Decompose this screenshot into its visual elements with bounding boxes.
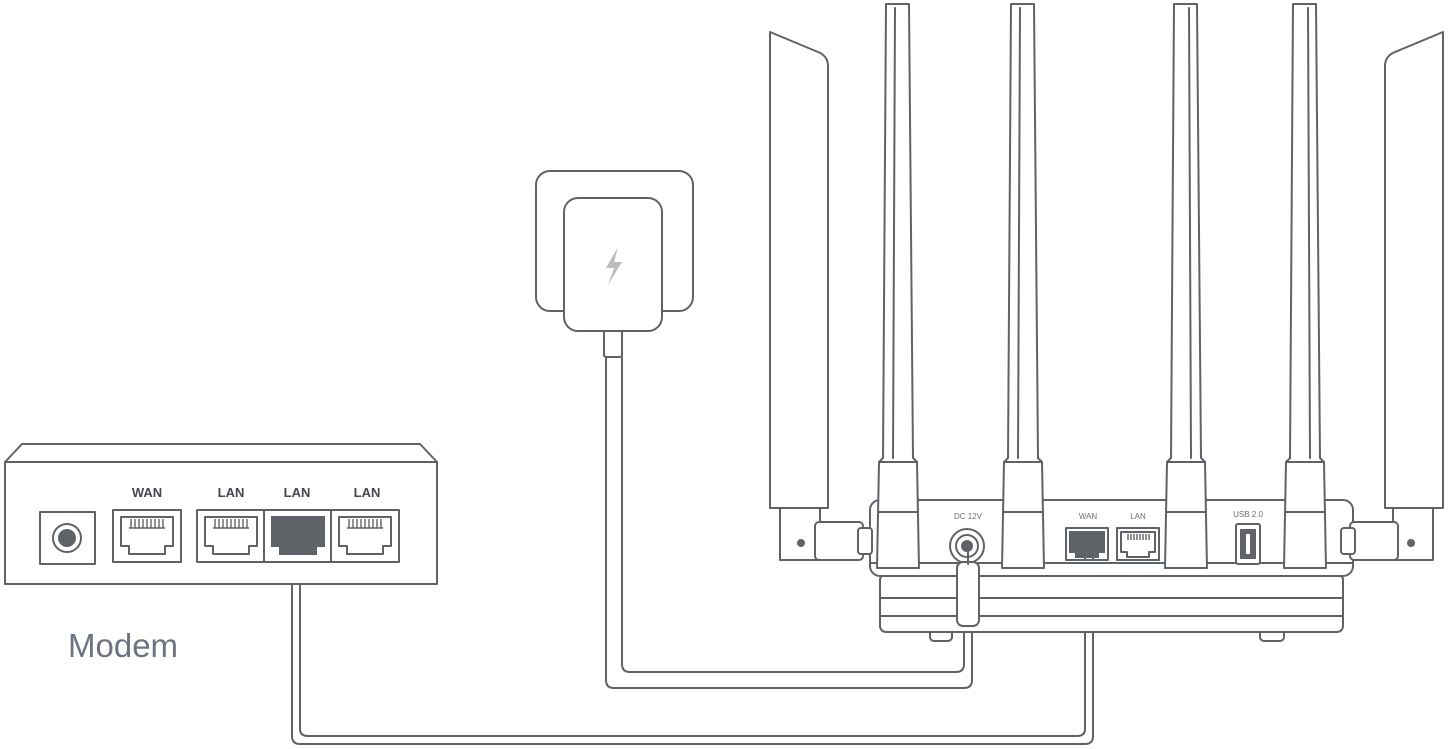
modem-port-label-wan: WAN bbox=[132, 485, 162, 500]
router-antenna-1 bbox=[876, 3, 920, 569]
router-label-usb: USB 2.0 bbox=[1233, 510, 1263, 519]
ethernet-cable bbox=[291, 551, 1094, 745]
router-antenna-3 bbox=[1164, 3, 1208, 569]
router-label-dc: DC 12V bbox=[954, 512, 983, 521]
router-port-usb bbox=[1235, 523, 1261, 565]
router bbox=[869, 499, 1354, 642]
router-dc-plug bbox=[956, 551, 980, 627]
router-port-wan bbox=[1065, 527, 1109, 561]
modem-port-lan-1 bbox=[196, 509, 266, 563]
router-antenna-2 bbox=[1001, 3, 1045, 569]
power-cable bbox=[605, 356, 973, 689]
router-port-lan bbox=[1116, 527, 1160, 561]
modem-port-wan bbox=[112, 509, 182, 563]
modem-port-label-lan-2: LAN bbox=[284, 485, 311, 500]
modem-ethernet-plug bbox=[282, 541, 310, 555]
lightning-bolt-icon bbox=[606, 247, 622, 285]
modem-port-label-lan-3: LAN bbox=[354, 485, 381, 500]
modem-caption: Modem bbox=[68, 627, 178, 664]
modem-power-jack bbox=[39, 511, 96, 565]
router-label-wan: WAN bbox=[1079, 512, 1098, 521]
modem: WAN LAN LAN LAN bbox=[4, 443, 438, 585]
router-antenna-4 bbox=[1283, 3, 1327, 569]
modem-port-lan-3 bbox=[330, 509, 400, 563]
router-antenna-left-outer bbox=[769, 31, 873, 561]
router-ethernet-plug bbox=[1084, 553, 1094, 561]
power-adapter bbox=[535, 170, 694, 358]
router-label-lan: LAN bbox=[1130, 512, 1146, 521]
router-antenna-right-outer bbox=[1340, 31, 1444, 561]
modem-port-label-lan-1: LAN bbox=[218, 485, 245, 500]
